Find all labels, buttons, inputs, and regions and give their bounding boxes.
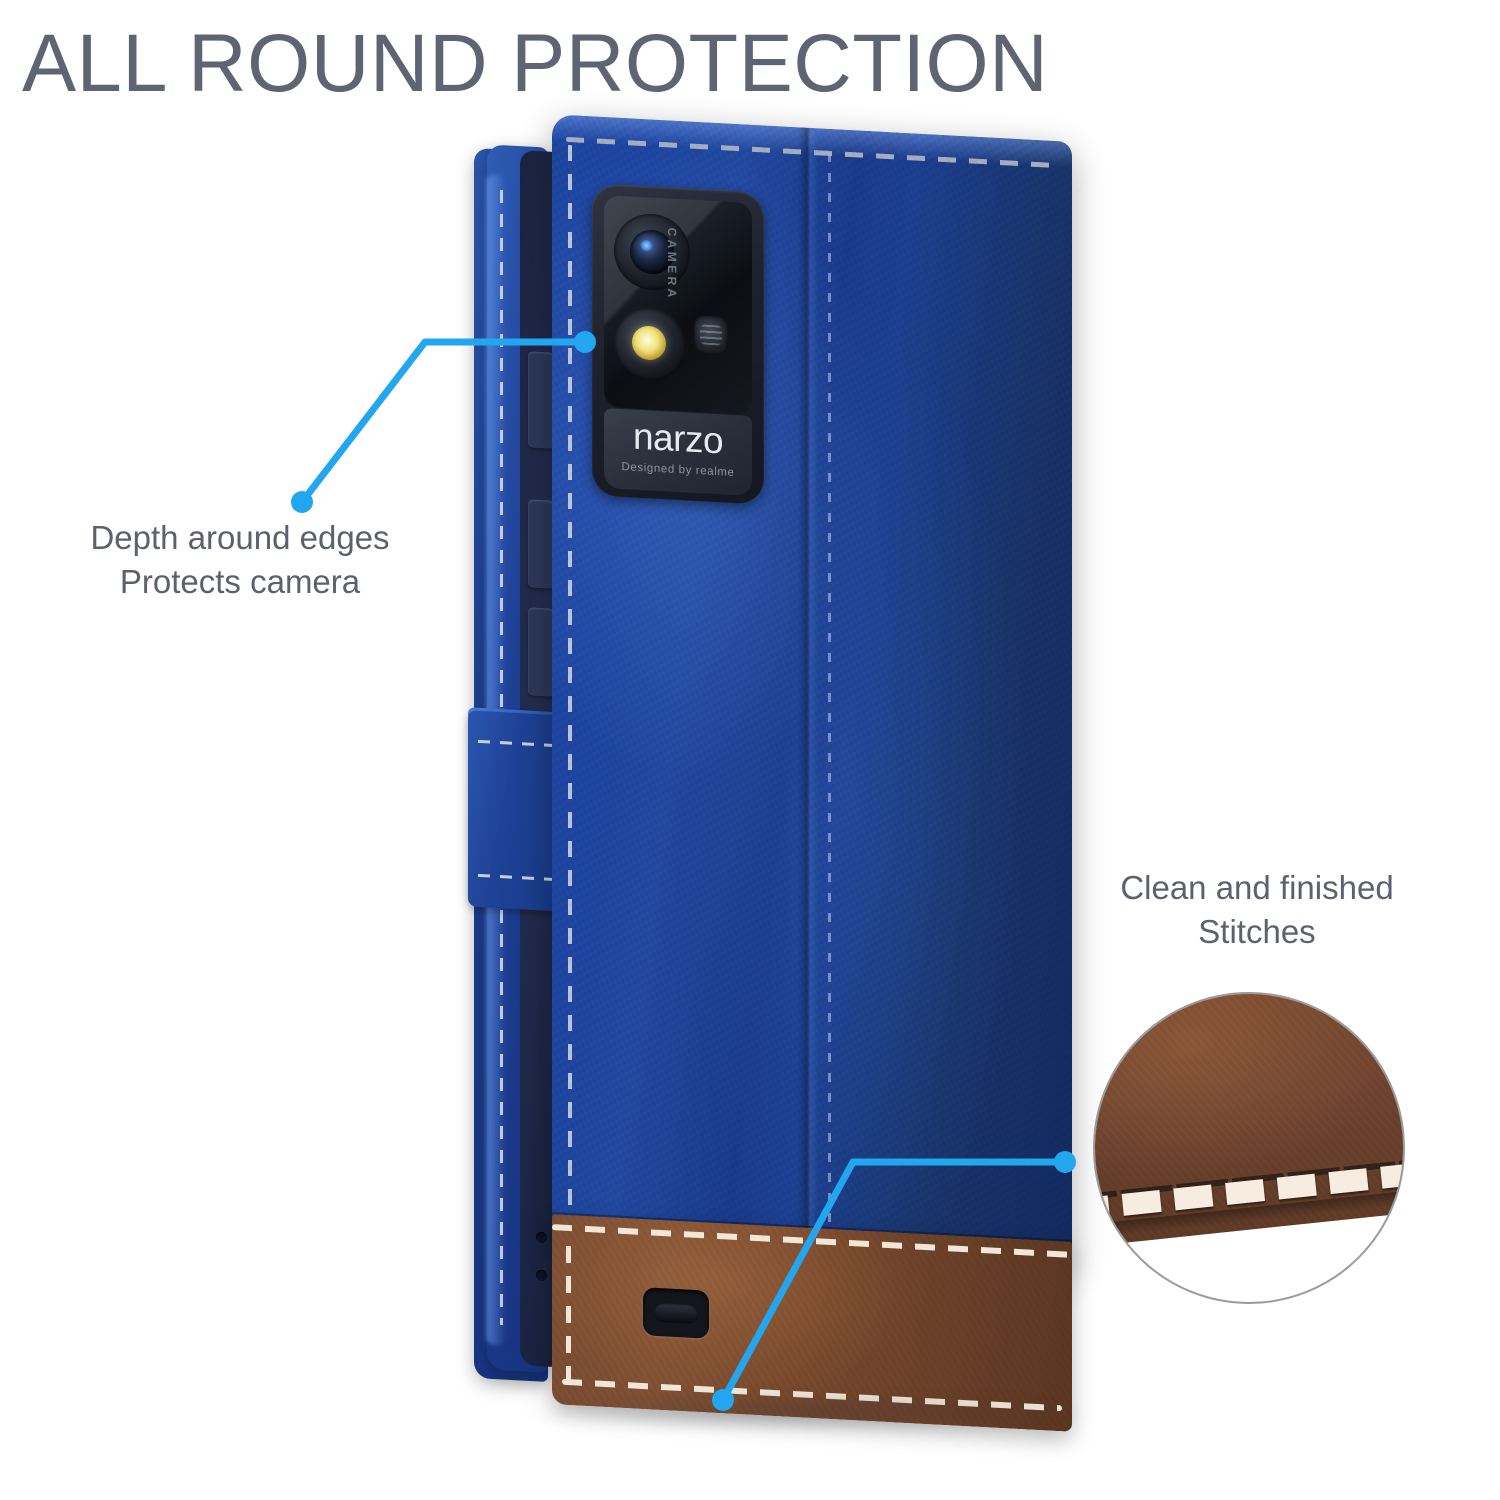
callout-line-2: Stitches	[1198, 913, 1316, 950]
pointer-line-depth-edges	[298, 338, 582, 506]
callout-stitches: Clean and finished Stitches	[1042, 866, 1472, 954]
page-title: ALL ROUND PROTECTION	[22, 18, 1049, 109]
callout-line-1: Clean and finished	[1120, 869, 1394, 906]
callout-line-2: Protects camera	[119, 563, 361, 600]
pointer-line-stitches	[719, 1158, 1064, 1404]
stitch-magnifier-inset	[1093, 992, 1405, 1304]
pointer-dots	[291, 331, 1076, 1411]
callout-line-1: Depth around edges	[90, 519, 390, 556]
dot-marker-icon	[574, 331, 596, 353]
dot-marker-icon	[291, 491, 313, 513]
dot-marker-icon	[712, 1389, 734, 1411]
product-ground-shadow	[520, 1396, 1080, 1432]
callout-depth-edges: Depth around edges Protects camera	[30, 516, 450, 604]
dot-marker-icon	[1054, 1151, 1076, 1173]
